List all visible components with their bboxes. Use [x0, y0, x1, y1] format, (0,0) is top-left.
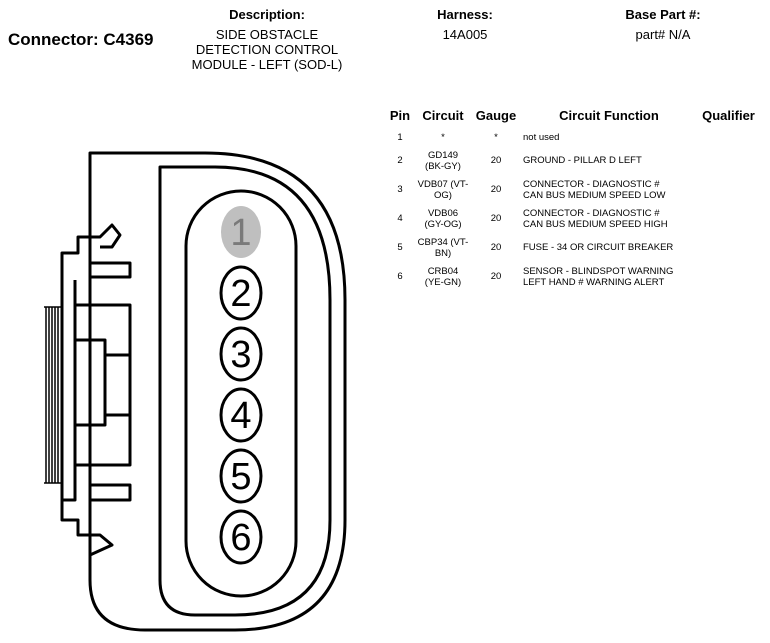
base-part-value: part# N/A: [635, 27, 691, 42]
connector-title: Connector: C4369: [8, 30, 154, 49]
pin-label: 6: [230, 517, 251, 559]
pin-label: 5: [230, 456, 251, 498]
cell-pin: 4: [397, 213, 403, 224]
cell-qualifier: [698, 128, 756, 146]
base-part-label: Base Part #:: [625, 7, 701, 22]
pin-label: 1: [230, 212, 251, 254]
cell-function: SENSOR - BLINDSPOT WARNING LEFT HAND # W…: [523, 265, 674, 288]
cell-function: GROUND - PILLAR D LEFT: [523, 155, 642, 166]
pin-circle: [219, 265, 263, 321]
table-header-row: Pin Circuit Gauge Circuit Function Quali…: [386, 108, 756, 128]
column-header-pin: Pin: [389, 108, 411, 123]
cell-function: CONNECTOR - DIAGNOSTIC # CAN BUS MEDIUM …: [523, 207, 668, 230]
pin-4: 4: [219, 387, 263, 443]
cell-gauge: 20: [490, 213, 502, 224]
cell-circuit: CRB04 (YE-GN): [424, 265, 462, 288]
pin-5: 5: [219, 448, 263, 504]
table-row: 2 GD149 (BK-GY) 20 GROUND - PILLAR D LEF…: [386, 146, 756, 175]
pin-3: 3: [219, 326, 263, 382]
column-header-gauge: Gauge: [475, 108, 517, 123]
cell-circuit: *: [441, 131, 445, 143]
description-label: Description:: [229, 7, 305, 22]
cell-circuit: GD149 (BK-GY): [425, 149, 461, 172]
cell-qualifier: [698, 175, 756, 204]
pin-circle: [219, 326, 263, 382]
pin-circle: [221, 206, 261, 258]
pinout-table: Pin Circuit Gauge Circuit Function Quali…: [386, 108, 756, 291]
pin-label: 4: [230, 395, 251, 437]
harness-value: 14A005: [442, 27, 488, 42]
cell-function: not used: [523, 131, 560, 143]
pin-label: 2: [230, 273, 251, 315]
pin-circle: [219, 448, 263, 504]
cell-circuit: VDB07 (VT- OG): [417, 178, 469, 201]
description-block: Description: SIDE OBSTACLE DETECTION CON…: [172, 7, 362, 72]
description-value: SIDE OBSTACLE DETECTION CONTROL MODULE -…: [191, 27, 343, 72]
table-row: 6 CRB04 (YE-GN) 20 SENSOR - BLINDSPOT WA…: [386, 262, 756, 291]
table-row: 5 CBP34 (VT- BN) 20 FUSE - 34 OR CIRCUIT…: [386, 233, 756, 262]
cell-function: FUSE - 34 OR CIRCUIT BREAKER: [523, 242, 674, 253]
table-row: 4 VDB06 (GY-OG) 20 CONNECTOR - DIAGNOSTI…: [386, 204, 756, 233]
cell-function: CONNECTOR - DIAGNOSTIC # CAN BUS MEDIUM …: [523, 178, 666, 201]
cell-qualifier: [698, 204, 756, 233]
harness-block: Harness: 14A005: [405, 7, 525, 42]
pin-circle: [219, 387, 263, 443]
pin-label: 3: [230, 334, 251, 376]
column-header-circuit: Circuit: [422, 108, 464, 123]
pin-circle: [219, 509, 263, 565]
pin-2: 2: [219, 265, 263, 321]
cell-gauge: *: [494, 131, 498, 143]
connector-diagram: 1 2 3 4 5 6: [44, 151, 347, 632]
cell-gauge: 20: [490, 155, 502, 166]
cell-gauge: 20: [490, 184, 502, 195]
column-header-circuit-function: Circuit Function: [559, 108, 659, 123]
cell-qualifier: [698, 262, 756, 291]
pin-1: 1: [221, 206, 261, 258]
cell-pin: 5: [397, 242, 403, 253]
cell-circuit: CBP34 (VT- BN): [417, 236, 469, 259]
cell-gauge: 20: [490, 271, 502, 282]
connector-ribs: [44, 306, 62, 484]
pin-6: 6: [219, 509, 263, 565]
column-header-qualifier: Qualifier: [702, 108, 755, 123]
table-row: 3 VDB07 (VT- OG) 20 CONNECTOR - DIAGNOST…: [386, 175, 756, 204]
cell-circuit: VDB06 (GY-OG): [424, 207, 462, 230]
table-row: 1 * * not used: [386, 128, 756, 146]
harness-label: Harness:: [437, 7, 493, 22]
cell-gauge: 20: [490, 242, 502, 253]
base-part-block: Base Part #: part# N/A: [598, 7, 728, 42]
connector-housing: [60, 151, 347, 632]
cell-pin: 2: [397, 155, 403, 166]
cell-pin: 3: [397, 184, 403, 195]
cell-qualifier: [698, 146, 756, 175]
cell-qualifier: [698, 233, 756, 262]
pin-group: 1 2 3 4 5 6: [219, 206, 263, 565]
cell-pin: 1: [397, 131, 403, 143]
cell-pin: 6: [397, 271, 403, 282]
